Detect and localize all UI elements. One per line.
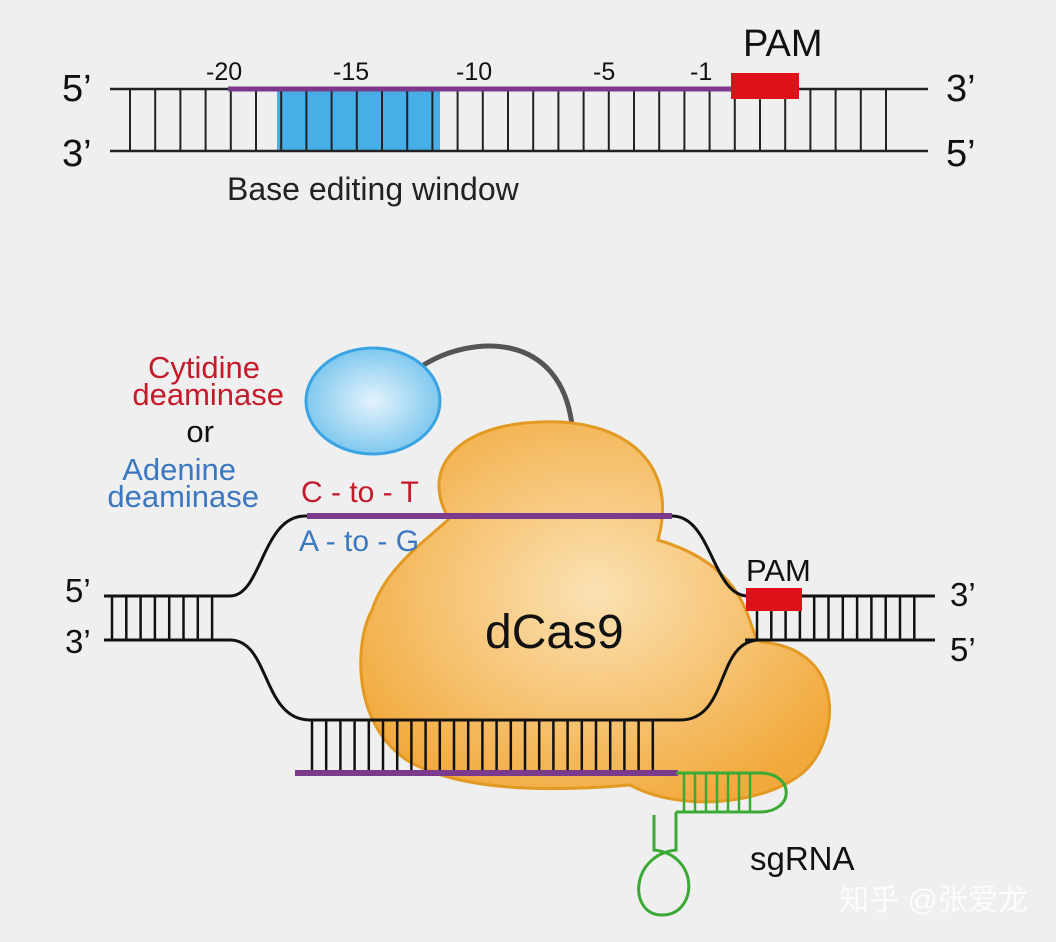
- position-label-minus-20: -20: [206, 58, 242, 86]
- sgrna-scaffold: [637, 771, 788, 917]
- left-dna-base-pairs: [110, 596, 214, 640]
- sgrna-stem-base-pairs: [682, 773, 752, 812]
- bottom-strand-top-left-label: 5’: [65, 572, 91, 609]
- position-label-minus-1: -1: [690, 58, 712, 86]
- rna-dna-hybrid-base-pairs: [310, 720, 655, 773]
- base-editing-window-label: Base editing window: [227, 171, 520, 207]
- dcas9-label: dCas9: [485, 606, 624, 659]
- cytidine-label: Cytidine: [148, 350, 260, 385]
- deaminase-enzyme: [304, 346, 442, 456]
- bottom-strand-bottom-left-label: 3’: [65, 623, 91, 660]
- deaminase-linker: [420, 343, 575, 426]
- base-editing-window-highlight: [277, 89, 440, 151]
- top-dna-base-pairs: [129, 89, 887, 151]
- adenine-label: Adenine: [122, 452, 236, 487]
- watermark: 知乎 @张爱龙: [839, 884, 1028, 917]
- sgrna-label: sgRNA: [750, 840, 855, 877]
- bottom-strand-top-right-label: 3’: [950, 576, 976, 613]
- a-to-g-label: A - to - G: [299, 525, 419, 558]
- bottom-strand-bottom-right-label: 5’: [950, 631, 976, 668]
- bottom-pam-label: PAM: [746, 553, 811, 588]
- position-label-minus-10: -10: [456, 58, 492, 86]
- bubble-target-strand: [229, 638, 761, 722]
- top-pam-label: PAM: [743, 23, 823, 65]
- cytidine-deaminase-label: deaminase: [132, 377, 284, 412]
- top-dna-diagram: 5’ 3’ 3’ 5’ PAM -20 -15 -10 -5 -1 Base e…: [62, 23, 976, 207]
- bottom-dna-diagram: Cytidine deaminase or Adenine deaminase …: [65, 343, 976, 917]
- bottom-pam-box: [746, 588, 802, 611]
- top-strand-top-left-label: 5’: [62, 68, 92, 110]
- adenine-deaminase-label: deaminase: [107, 479, 259, 514]
- c-to-t-label: C - to - T: [301, 476, 419, 509]
- position-label-minus-5: -5: [593, 58, 615, 86]
- top-strand-top-right-label: 3’: [946, 68, 976, 110]
- top-strand-bottom-left-label: 3’: [62, 133, 92, 175]
- top-pam-box: [731, 73, 799, 99]
- position-label-minus-15: -15: [333, 58, 369, 86]
- top-strand-bottom-right-label: 5’: [946, 133, 976, 175]
- or-label: or: [186, 414, 214, 449]
